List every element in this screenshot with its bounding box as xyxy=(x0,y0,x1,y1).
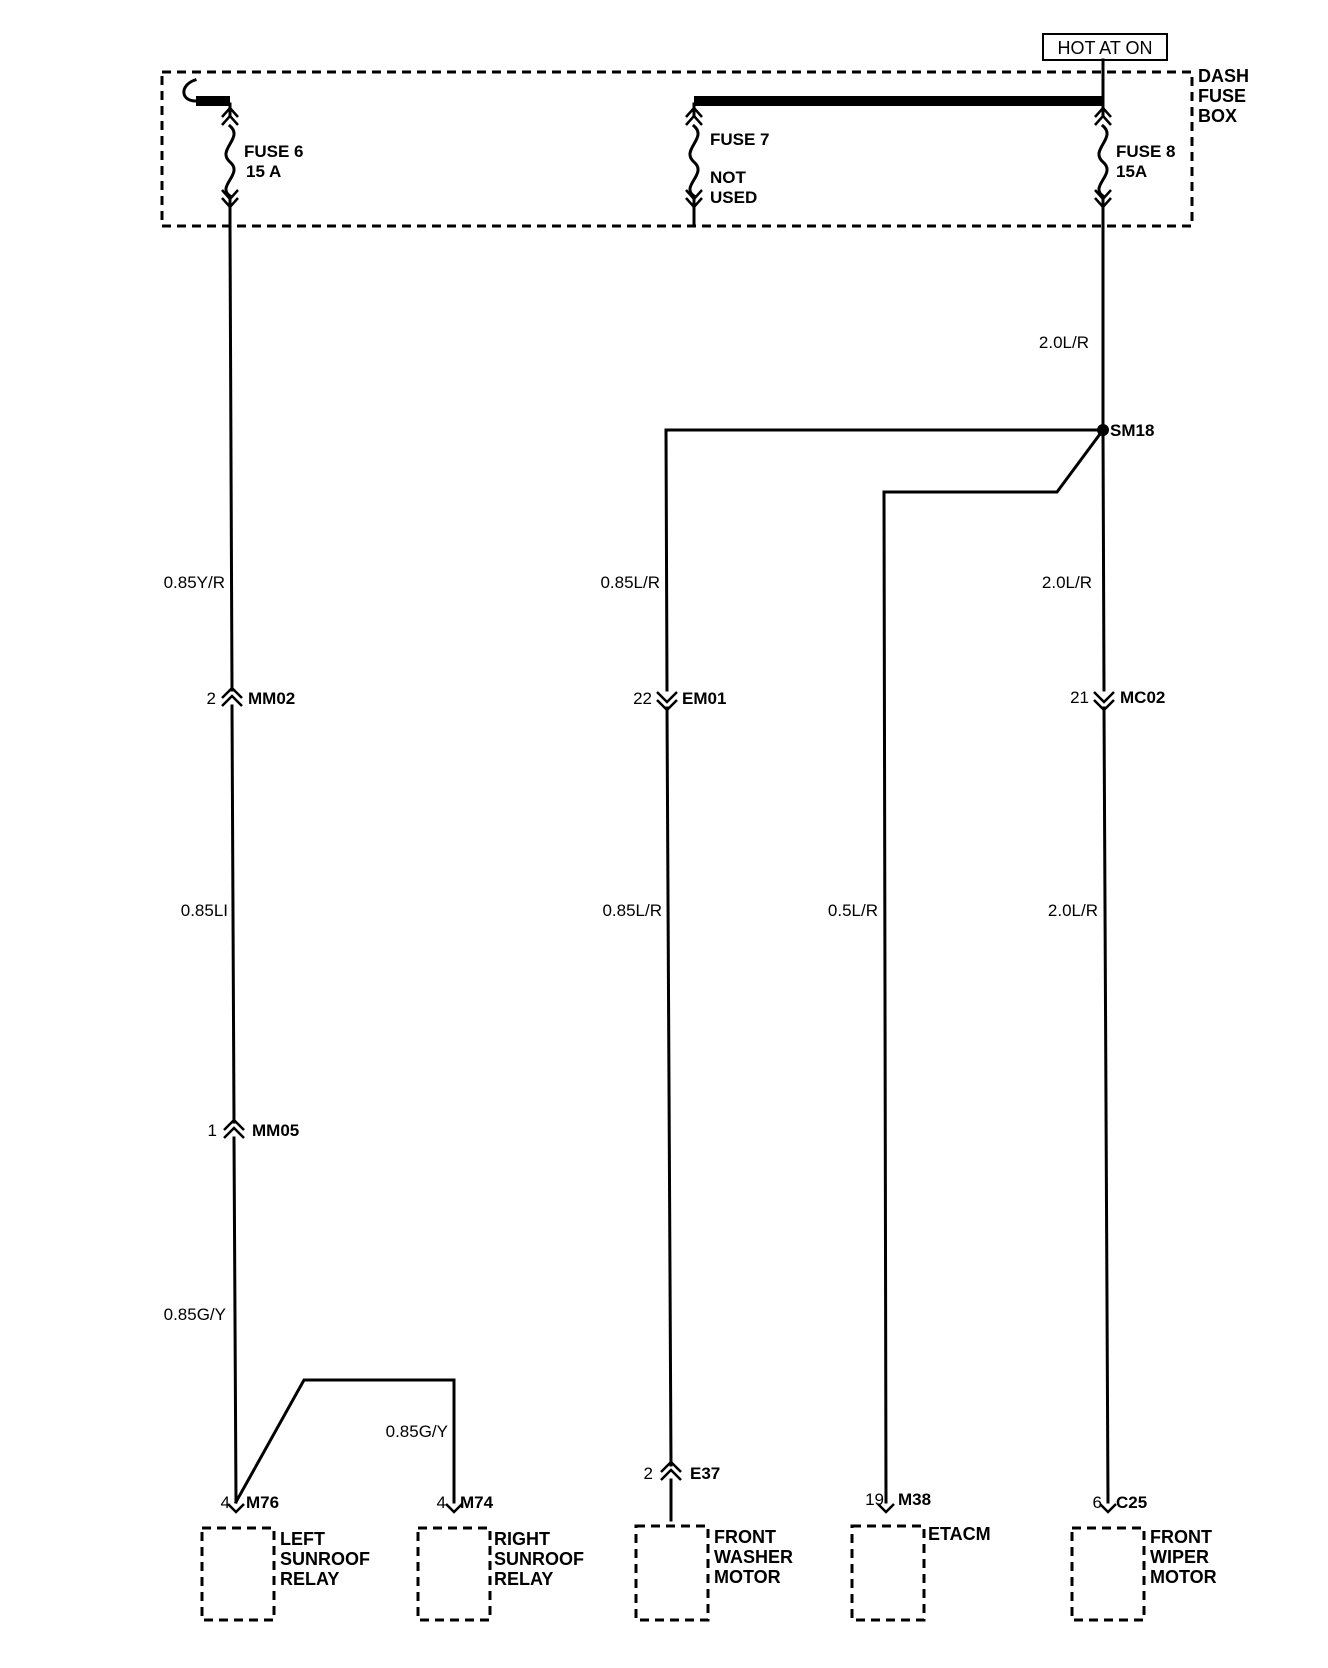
connector-m76-symbol xyxy=(227,1503,245,1514)
front-washer-motor-label-1: FRONT xyxy=(714,1527,776,1547)
connector-m74-pin: 4 xyxy=(437,1493,446,1512)
connector-m38-name: M38 xyxy=(898,1490,931,1509)
fuse-6-symbol xyxy=(221,102,239,228)
wire-label-m74: 0.85G/Y xyxy=(386,1422,448,1441)
connector-em01-pin: 22 xyxy=(633,689,652,708)
wire-label-em01-up: 0.85L/R xyxy=(600,573,660,592)
front-washer-motor-box xyxy=(634,1524,710,1622)
connector-e37-name: E37 xyxy=(690,1464,720,1483)
fuse-7-status-2: USED xyxy=(710,188,757,207)
right-sunroof-relay-label-1: RIGHT xyxy=(494,1529,550,1549)
front-wiper-motor-label-3: MOTOR xyxy=(1150,1567,1217,1587)
right-sunroof-relay-label-3: RELAY xyxy=(494,1569,553,1589)
connector-e37-symbol xyxy=(660,1460,682,1481)
fuse-box-label-line3: BOX xyxy=(1198,106,1237,126)
connector-mm05-name: MM05 xyxy=(252,1121,299,1140)
left-sunroof-relay-label-2: SUNROOF xyxy=(280,1549,370,1569)
connector-c25-name: C25 xyxy=(1116,1493,1147,1512)
wire-label-mm05-down: 0.85G/Y xyxy=(164,1305,226,1324)
etacm-box xyxy=(850,1524,926,1622)
right-sunroof-relay-label-2: SUNROOF xyxy=(494,1549,584,1569)
fuse-8-name: FUSE 8 xyxy=(1116,142,1176,161)
connector-c25-pin: 6 xyxy=(1093,1493,1102,1512)
wire-fuse6-to-mm02 xyxy=(228,224,234,692)
wire-label-em01-down: 0.85L/R xyxy=(602,901,662,920)
connector-em01-name: EM01 xyxy=(682,689,726,708)
fuse-7-status-1: NOT xyxy=(710,168,747,187)
wire-label-mm02-down: 0.85LI xyxy=(181,901,228,920)
wire-m76-to-m74 xyxy=(233,1378,456,1505)
connector-m74-symbol xyxy=(445,1503,463,1514)
hot-at-on-label: HOT AT ON xyxy=(1042,33,1168,61)
connector-mm05-pin: 1 xyxy=(208,1121,217,1140)
splice-sm18-dot xyxy=(1097,424,1109,436)
wire-mm05-to-m76 xyxy=(232,1136,238,1504)
fuse-6-name: FUSE 6 xyxy=(244,142,304,161)
wire-mm02-to-mm05 xyxy=(230,704,236,1124)
wire-label-fuse6-down: 0.85Y/R xyxy=(164,573,225,592)
front-wiper-motor-label-1: FRONT xyxy=(1150,1527,1212,1547)
connector-em01-symbol xyxy=(656,691,678,712)
connector-m38-symbol xyxy=(877,1503,895,1514)
left-sunroof-relay-label-3: RELAY xyxy=(280,1569,339,1589)
connector-mc02-name: MC02 xyxy=(1120,688,1165,707)
connector-mc02-pin: 21 xyxy=(1070,688,1089,707)
dash-fuse-box-outline xyxy=(160,70,1194,228)
wire-sm18-to-m38 xyxy=(882,427,1106,1504)
connector-c25-symbol xyxy=(1099,1503,1117,1514)
connector-e37-pin: 2 xyxy=(644,1464,653,1483)
hot-at-on-text: HOT AT ON xyxy=(1057,38,1152,58)
bus-bar-hook xyxy=(182,78,198,103)
front-wiper-motor-box xyxy=(1070,1526,1146,1622)
connector-mm02-symbol xyxy=(221,686,243,707)
wire-label-mc02-down: 2.0L/R xyxy=(1048,901,1098,920)
wire-sm18-to-mc02 xyxy=(1101,428,1106,692)
connector-m38-pin: 19 xyxy=(865,1490,884,1509)
fuse-7-symbol xyxy=(685,102,703,228)
wire-sm18-to-em01 xyxy=(664,428,1105,692)
dash-fuse-box-label: DASH FUSE BOX xyxy=(1198,66,1249,126)
fuse-7-name: FUSE 7 xyxy=(710,130,770,149)
front-washer-motor-label-3: MOTOR xyxy=(714,1567,781,1587)
wire-label-m38: 0.5L/R xyxy=(828,901,878,920)
fuse-6-rating: 15 A xyxy=(246,162,281,181)
fuse-box-label-line1: DASH xyxy=(1198,66,1249,86)
connector-m76-name: M76 xyxy=(246,1493,279,1512)
splice-sm18-label: SM18 xyxy=(1110,421,1154,440)
left-sunroof-relay-label-1: LEFT xyxy=(280,1529,325,1549)
connector-mm02-name: MM02 xyxy=(248,689,295,708)
right-sunroof-relay-box xyxy=(416,1526,492,1622)
front-wiper-motor-label-2: WIPER xyxy=(1150,1547,1209,1567)
left-sunroof-relay-box xyxy=(200,1526,276,1622)
fuse-box-label-line2: FUSE xyxy=(1198,86,1246,106)
connector-mm02-pin: 2 xyxy=(207,689,216,708)
connector-m74-name: M74 xyxy=(460,1493,494,1512)
wire-mc02-to-c25 xyxy=(1102,706,1110,1504)
fuse-8-symbol xyxy=(1094,102,1112,228)
wire-label-fuse8-down: 2.0L/R xyxy=(1039,333,1089,352)
connector-mm05-symbol xyxy=(223,1118,245,1139)
wire-label-mc02-up: 2.0L/R xyxy=(1042,573,1092,592)
connector-m76-pin: 4 xyxy=(221,1493,230,1512)
front-washer-motor-label-2: WASHER xyxy=(714,1547,793,1567)
etacm-label: ETACM xyxy=(928,1524,991,1544)
fuse-8-rating: 15A xyxy=(1116,162,1147,181)
connector-mc02-symbol xyxy=(1093,691,1115,712)
wire-em01-to-e37 xyxy=(665,706,673,1467)
